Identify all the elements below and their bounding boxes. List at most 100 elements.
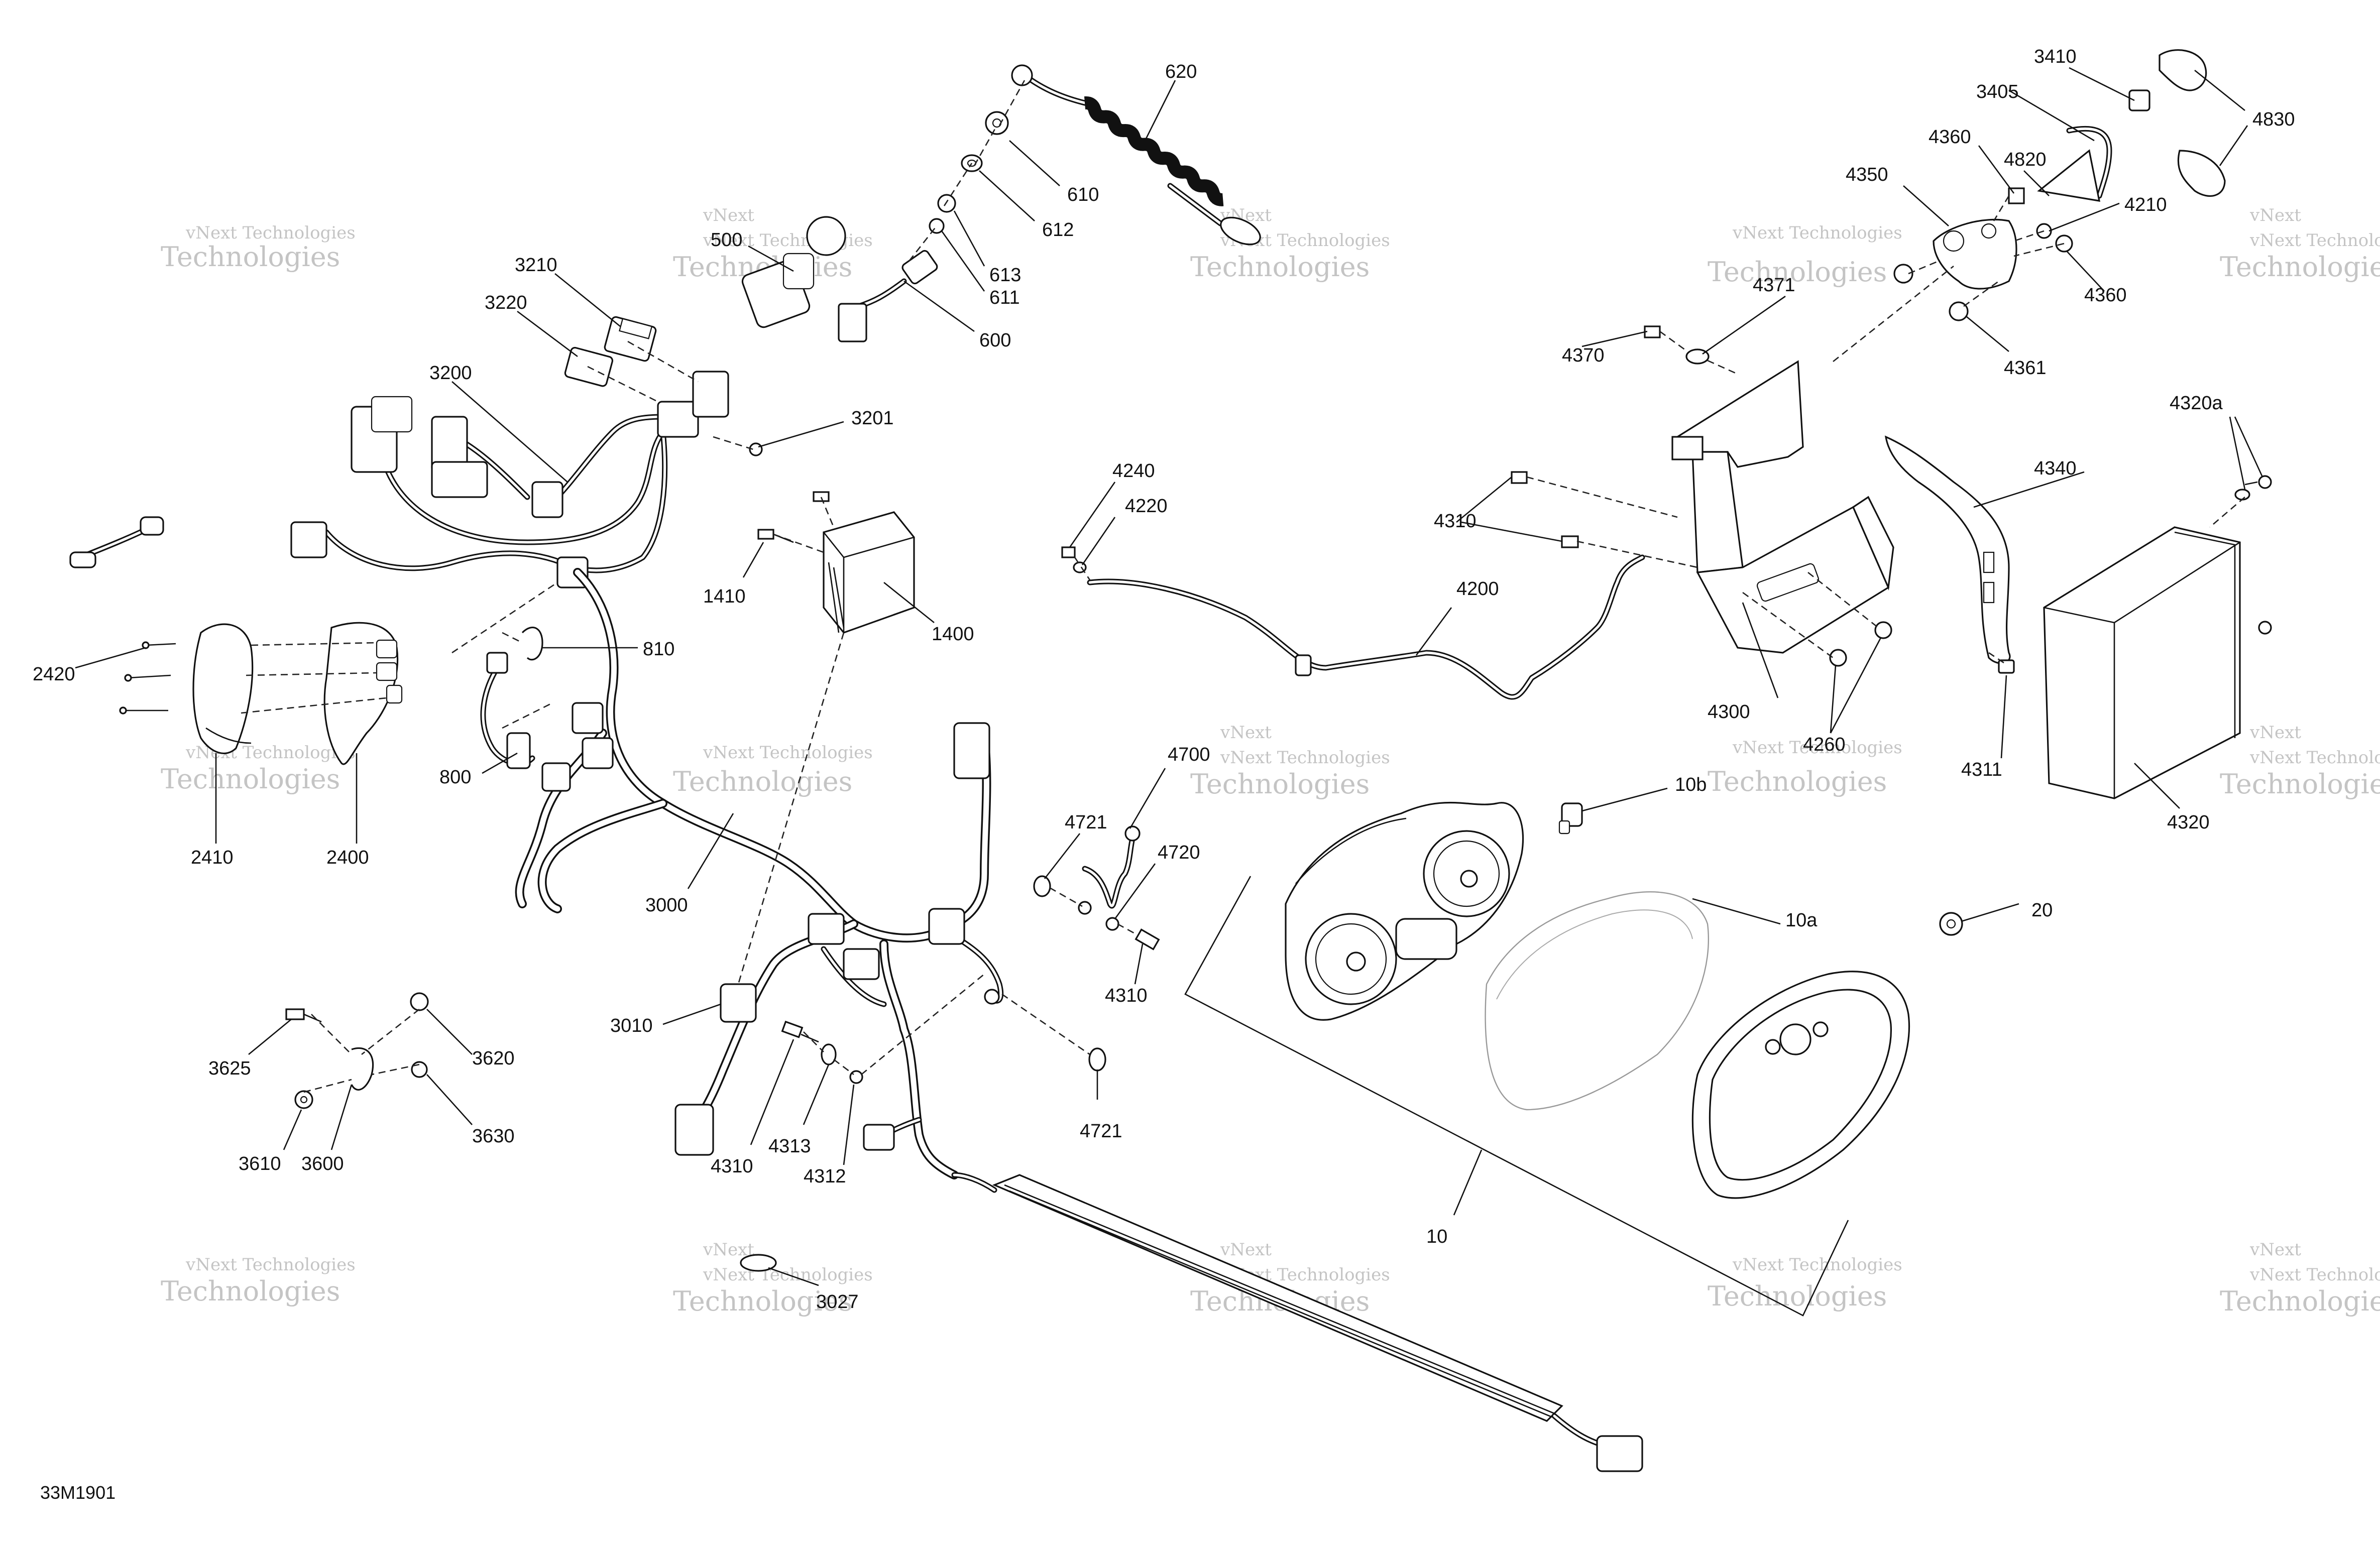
connector-part-3210 — [604, 316, 657, 362]
screw-4320-side — [2258, 621, 2272, 635]
callout-4220: 4220 — [1125, 496, 1168, 517]
watermark-text: Technologies — [2220, 1285, 2380, 1317]
battery-strap-part-4340 — [1884, 435, 2011, 664]
clip-part-810 — [521, 627, 543, 661]
callout-4320a: 4320a — [2170, 393, 2223, 414]
washer-4320a-upper — [2234, 489, 2250, 501]
callout-3000: 3000 — [645, 895, 688, 916]
callout-3405: 3405 — [1976, 81, 2019, 102]
callout-4700: 4700 — [1168, 744, 1210, 765]
callout-3010: 3010 — [610, 1015, 653, 1036]
boot-part-4830 — [2159, 49, 2226, 197]
watermark-text: Technologies — [1708, 766, 1887, 797]
callout-4240: 4240 — [1112, 460, 1155, 482]
callout-3630: 3630 — [472, 1126, 515, 1147]
watermark-text: vNext Technologies — [1220, 748, 1390, 768]
callout-10: 10 — [1426, 1226, 1447, 1247]
nut-613 — [937, 194, 956, 213]
callout-4820: 4820 — [2004, 149, 2047, 170]
watermark-text: vNext — [2249, 205, 2301, 225]
callout-3625: 3625 — [208, 1058, 251, 1079]
callout-4721-top: 4721 — [1065, 812, 1107, 833]
callout-1400: 1400 — [932, 624, 974, 645]
battery-part-4320 — [2043, 526, 2241, 799]
callout-800: 800 — [439, 767, 471, 788]
bolt-1400-top — [813, 491, 830, 502]
washer-4313 — [821, 1043, 837, 1065]
bolts-4310-right — [1511, 471, 1579, 548]
watermark-text: Technologies — [161, 763, 340, 795]
watermark-text: vNext Technologies — [185, 1255, 356, 1275]
callout-4300: 4300 — [1708, 701, 1750, 723]
washer-611 — [929, 218, 945, 234]
callout-2400: 2400 — [326, 847, 369, 868]
callout-4312: 4312 — [804, 1166, 846, 1187]
connector-part-3010 — [720, 983, 757, 1023]
ignition-key-part-500 — [741, 216, 846, 328]
harness-part-3200 — [290, 371, 729, 588]
watermark-text: Technologies — [161, 1275, 340, 1307]
watermark-text: Technologies — [673, 1285, 852, 1317]
callout-3220: 3220 — [485, 292, 527, 313]
nut-4361 — [1949, 301, 1969, 321]
cap-4240 — [1061, 546, 1076, 558]
callout-3610: 3610 — [239, 1153, 281, 1174]
watermark-text: vNext Technologies — [1732, 1255, 1902, 1275]
callout-4350: 4350 — [1846, 164, 1888, 185]
callout-4371: 4371 — [1753, 275, 1795, 296]
nut-3630 — [411, 1061, 428, 1078]
watermarks: vNext Technologies Technologies vNext vN… — [161, 205, 2380, 1317]
watermark-text: vNext — [2249, 723, 2301, 743]
callout-620: 620 — [1165, 61, 1197, 82]
watermark-text: vNext — [1220, 723, 1272, 743]
sensor-part-800 — [480, 652, 535, 769]
nut-4721-bottom — [1088, 1047, 1106, 1072]
watermark-text: vNext Technologies — [703, 743, 873, 763]
cable-4820 — [2037, 149, 2101, 202]
grommet-3027 — [740, 1254, 777, 1272]
bolt-4310-mid — [1135, 928, 1160, 951]
callout-600: 600 — [979, 330, 1011, 351]
callout-3620: 3620 — [472, 1048, 515, 1069]
callout-20: 20 — [2031, 900, 2053, 921]
callout-3600: 3600 — [301, 1153, 344, 1174]
bolt-1410 — [757, 529, 794, 543]
handlebar-switch-part-2400 — [323, 622, 403, 765]
bolt-3625 — [285, 1008, 322, 1023]
callout-3201: 3201 — [851, 408, 894, 429]
nut-3620 — [410, 992, 429, 1011]
callout-613: 613 — [989, 265, 1021, 286]
nut-20 — [1939, 912, 1963, 936]
callout-4310-mid: 4310 — [1105, 985, 1148, 1006]
callout-4360-upper: 4360 — [1929, 127, 1971, 148]
callout-4313: 4313 — [768, 1136, 811, 1157]
callout-4200: 4200 — [1456, 578, 1499, 600]
switch-housing-part-2410 — [192, 623, 254, 754]
watermark-text: Technologies — [161, 241, 340, 273]
gauge-cluster-part-10 — [1285, 801, 1524, 1021]
figure-reference-code: 33M1901 — [40, 1482, 116, 1503]
connector-10b — [1558, 802, 1583, 835]
watermark-text: vNext Technologies — [185, 223, 356, 243]
callout-4720: 4720 — [1158, 842, 1200, 863]
watermark-text: vNext Technologies — [2249, 230, 2380, 251]
watermark-text: Technologies — [2220, 768, 2380, 800]
callout-4370: 4370 — [1562, 345, 1605, 366]
lock-washer-3610 — [294, 1090, 313, 1109]
callout-2420: 2420 — [33, 664, 75, 685]
strap-part-3405 — [2066, 126, 2112, 199]
screw-4320a — [2244, 475, 2272, 489]
main-harness-part-3000 — [515, 568, 1004, 1179]
callout-610: 610 — [1067, 184, 1099, 205]
explosion-lines — [241, 80, 2245, 1093]
watermark-text: vNext — [703, 205, 754, 225]
callout-4311: 4311 — [1961, 759, 2002, 780]
callout-4361: 4361 — [2004, 358, 2047, 379]
nut-4312 — [849, 1070, 863, 1084]
watermark-text: vNext Technologies — [1732, 223, 1902, 243]
callout-611: 611 — [989, 287, 1020, 308]
callout-10b: 10b — [1675, 774, 1707, 795]
nut-610 — [985, 111, 1009, 135]
watermark-text: vNext Technologies — [2249, 1265, 2380, 1285]
